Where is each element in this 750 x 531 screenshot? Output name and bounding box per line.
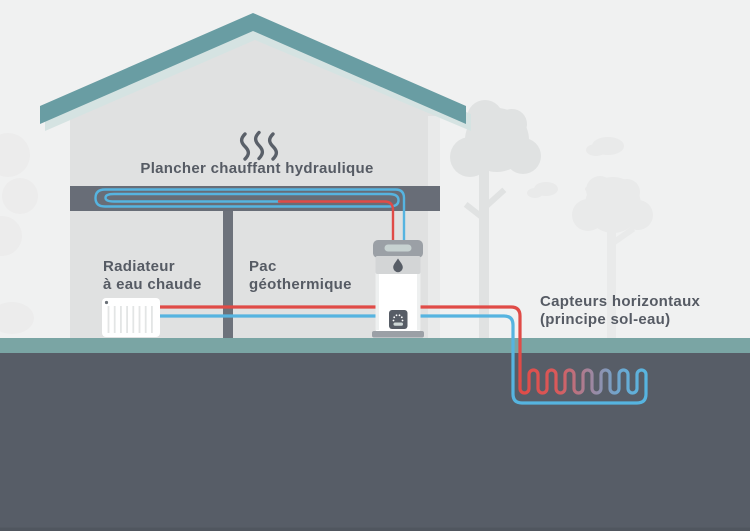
pump-shade-right: [417, 258, 421, 330]
background-bushes-left: [0, 133, 38, 334]
label-heat-pump-line2: géothermique: [249, 275, 352, 293]
background-tree-near: [450, 100, 541, 338]
label-collectors: Capteurs horizontaux (principe sol-eau): [540, 293, 700, 328]
label-radiator-line1: Radiateur: [103, 258, 175, 275]
heat-pump-unit: [372, 240, 424, 338]
pump-shade-left: [375, 258, 379, 330]
label-floor-heating: Plancher chauffant hydraulique: [82, 160, 432, 178]
bottom-edge: [0, 527, 750, 531]
ground-coil: [518, 368, 648, 395]
label-radiator: Radiateur à eau chaude: [103, 258, 202, 293]
hot-pipe-run: [158, 305, 522, 384]
pump-control-panel: [389, 310, 408, 329]
background-tree-far: [527, 137, 653, 338]
radiator: [102, 298, 160, 337]
floor-pipe-cold: [94, 188, 406, 245]
radiator-valve-dot: [104, 300, 109, 305]
label-collectors-line1: Capteurs horizontaux: [540, 293, 701, 310]
floor-pipe-hot: [277, 200, 395, 245]
heat-waves-icon: [239, 130, 279, 161]
pump-body: [375, 256, 421, 332]
cold-pipe-run: [158, 314, 648, 405]
label-heat-pump-line1: Pac: [249, 258, 277, 275]
grass-strip: [0, 338, 750, 353]
interior-post: [223, 211, 233, 338]
label-collectors-line2: (principe sol-eau): [540, 310, 671, 328]
radiator-fins: [107, 306, 153, 333]
label-radiator-line2: à eau chaude: [103, 275, 202, 293]
pipe-network: [158, 305, 648, 405]
label-heat-pump: Pac géothermique: [249, 258, 352, 293]
pump-gauge-dots: [392, 314, 404, 322]
pump-base: [372, 331, 424, 338]
house-walls: [70, 33, 440, 338]
pump-top-vent: [384, 244, 412, 252]
water-drop-icon: [393, 258, 403, 273]
house-inner-wall-highlight: [428, 116, 440, 338]
underground: [0, 353, 750, 531]
pump-display-slot: [393, 322, 403, 326]
floor-heating-circuit: [94, 188, 406, 245]
label-floor-heating-text: Plancher chauffant hydraulique: [140, 160, 374, 177]
